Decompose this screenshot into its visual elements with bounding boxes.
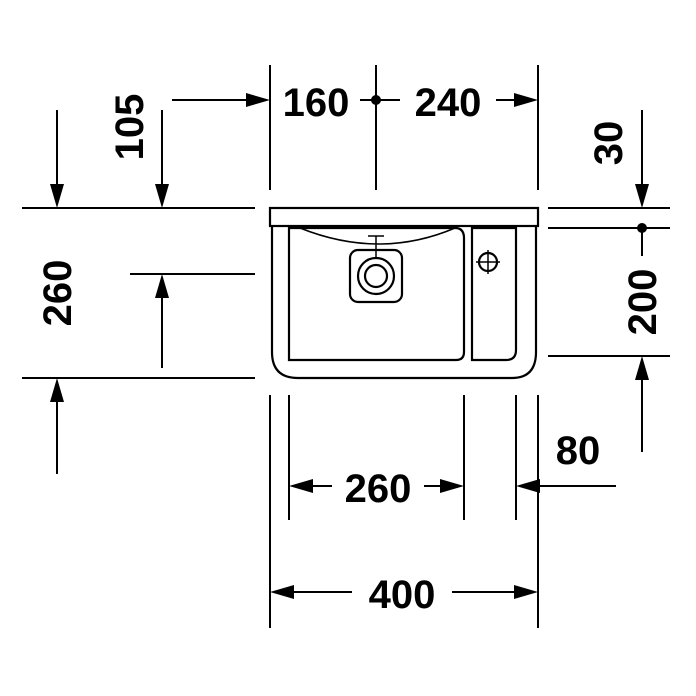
dim-overflow-arrow (155, 274, 169, 298)
dim-260h-right-arrow (440, 479, 464, 493)
basin-outer-body (270, 226, 538, 380)
dimension-lines (50, 93, 649, 599)
dim-label-30: 30 (587, 121, 631, 166)
dim-label-200: 200 (621, 269, 665, 336)
basin-deck (470, 226, 518, 362)
dim-400-left-arrow (270, 585, 294, 599)
dim-160-arrow (246, 93, 270, 107)
dim-200-arrow (635, 356, 649, 380)
basin-rim (268, 206, 540, 228)
dim-30-arrow (635, 184, 649, 208)
dim-label-80: 80 (556, 429, 601, 473)
dim-260v-bottom-arrow (50, 378, 64, 402)
dim-label-105: 105 (108, 94, 152, 161)
basin-outline (268, 206, 540, 380)
dim-105-arrow (155, 184, 169, 208)
dim-260h-left-arrow (289, 479, 313, 493)
drain-inner-ring (363, 263, 389, 289)
dim-260v-top-arrow (50, 184, 64, 208)
dim-80-arrow (516, 479, 540, 493)
basin-bowl (287, 226, 466, 362)
dim-400-right-arrow (514, 585, 538, 599)
dim-240-arrow (514, 93, 538, 107)
dim-label-400: 400 (369, 573, 436, 617)
bowl-back-curve (299, 227, 456, 245)
dim-label-260-vertical: 260 (36, 260, 80, 327)
extension-lines (22, 65, 670, 628)
dim-label-240: 240 (415, 81, 482, 125)
drain-outer-ring (356, 256, 396, 296)
dim-label-160: 160 (283, 81, 350, 125)
dimension-labels: 160 240 105 260 30 200 260 80 400 (36, 81, 665, 617)
dim-label-260-horizontal: 260 (345, 467, 412, 511)
